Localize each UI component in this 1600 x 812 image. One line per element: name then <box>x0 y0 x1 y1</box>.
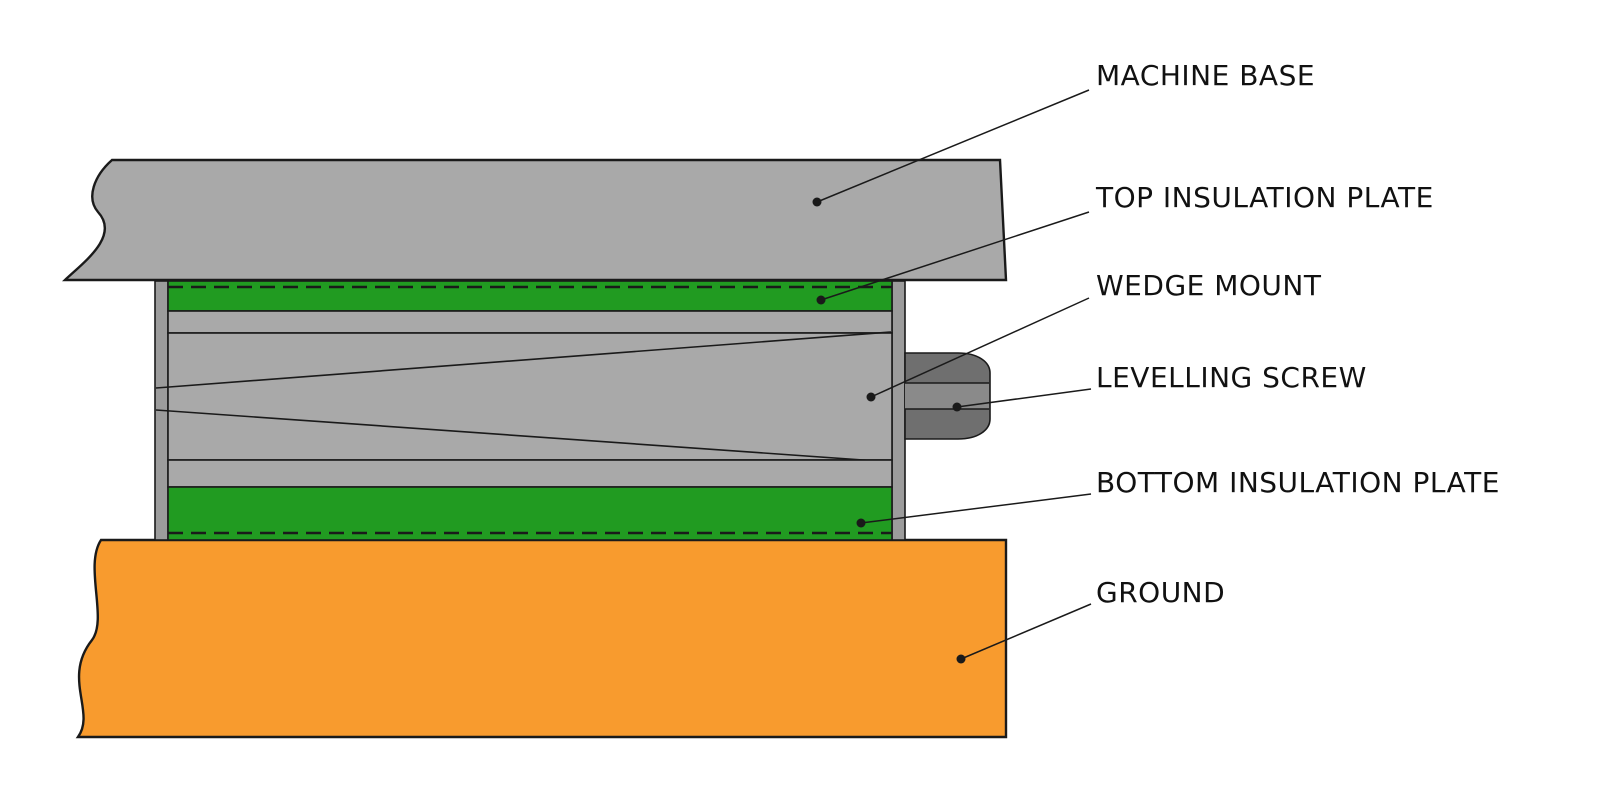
machine-base-block <box>61 158 1008 282</box>
leader-top-insulation-plate <box>816 211 1090 305</box>
label-wedge-mount: WEDGE MOUNT <box>1096 269 1322 302</box>
ground-block <box>75 538 1008 739</box>
leader-bottom-insulation-plate <box>856 493 1092 528</box>
wedge-upper-diagonal <box>155 331 892 389</box>
label-bottom-insulation-plate: BOTTOM INSULATION PLATE <box>1096 466 1500 499</box>
wedge-middle-body <box>167 332 893 461</box>
leader-ground <box>956 603 1092 664</box>
leader-machine-base <box>812 89 1090 207</box>
wedge-bottom-band <box>167 459 893 488</box>
label-ground: GROUND <box>1096 576 1225 609</box>
leader-wedge-mount <box>866 297 1090 402</box>
top-insulation-plate <box>167 280 893 312</box>
wedge-right-edge <box>891 280 906 541</box>
leader-levelling-screw <box>952 388 1092 412</box>
label-levelling-screw: LEVELLING SCREW <box>1096 361 1367 394</box>
bottom-insulation-plate <box>167 486 893 541</box>
label-machine-base: MACHINE BASE <box>1096 59 1315 92</box>
wedge-lower-diagonal <box>155 409 892 463</box>
label-top-insulation-plate: TOP INSULATION PLATE <box>1095 181 1434 214</box>
wedge-top-band <box>167 310 893 334</box>
